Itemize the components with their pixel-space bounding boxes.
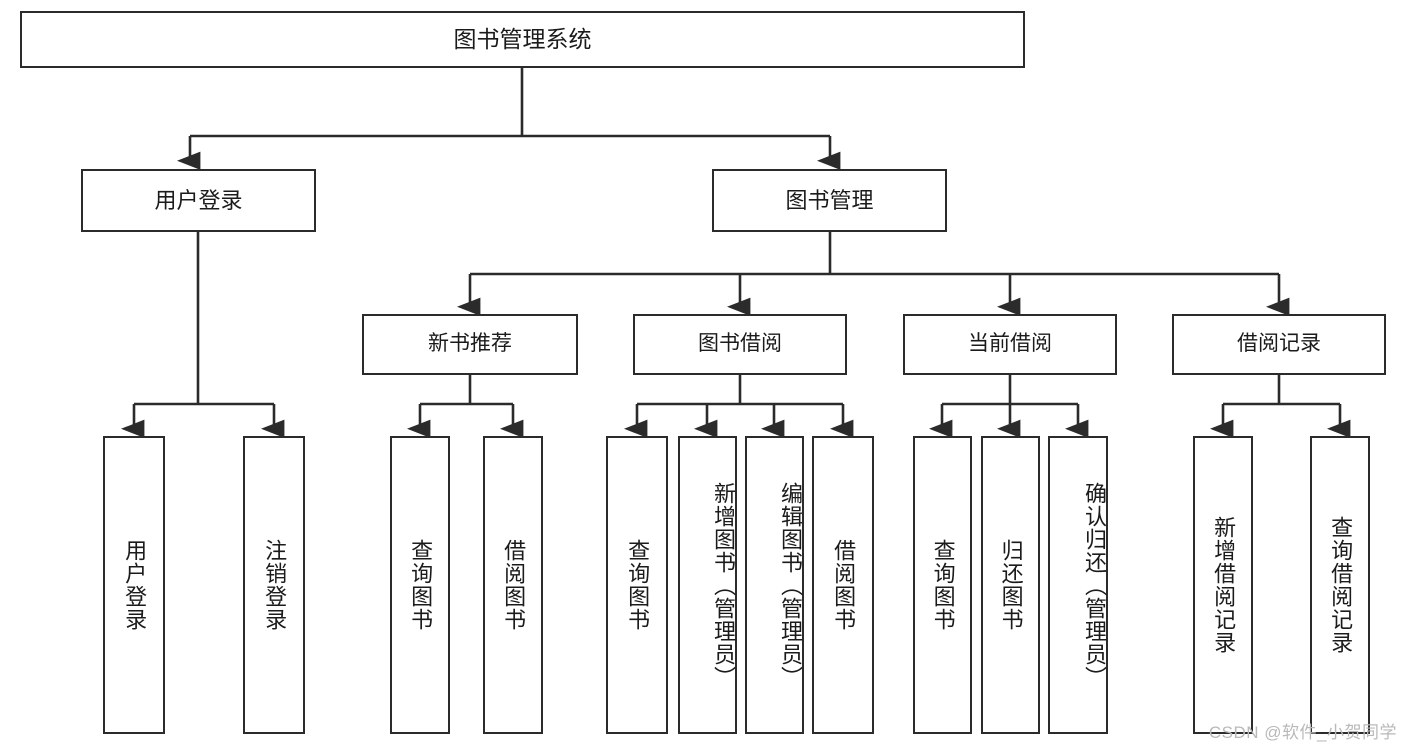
node-book-management[interactable]: 图书管理: [712, 169, 947, 232]
leaf-return-book[interactable]: 归还图书: [981, 436, 1040, 734]
node-borrow-record[interactable]: 借阅记录: [1172, 314, 1386, 375]
node-new-book-recommend[interactable]: 新书推荐: [362, 314, 578, 375]
node-current-borrow[interactable]: 当前借阅: [903, 314, 1117, 375]
node-book-borrow[interactable]: 图书借阅: [633, 314, 847, 375]
leaf-query-book-recommend[interactable]: 查询图书: [390, 436, 450, 734]
leaf-edit-book-admin[interactable]: 编辑图书（管理员）: [745, 436, 804, 734]
node-user-login[interactable]: 用户登录: [81, 169, 316, 232]
leaf-add-borrow-record[interactable]: 新增借阅记录: [1193, 436, 1253, 734]
leaf-borrow-book[interactable]: 借阅图书: [812, 436, 874, 734]
node-root-system[interactable]: 图书管理系统: [20, 11, 1025, 68]
leaf-add-book-admin[interactable]: 新增图书（管理员）: [678, 436, 737, 734]
leaf-user-login[interactable]: 用户登录: [103, 436, 165, 734]
leaf-query-book-borrow[interactable]: 查询图书: [606, 436, 668, 734]
leaf-query-borrow-record[interactable]: 查询借阅记录: [1310, 436, 1370, 734]
csdn-watermark: CSDN @软件_小贺同学: [1208, 723, 1397, 742]
leaf-logout-login[interactable]: 注销登录: [243, 436, 305, 734]
leaf-borrow-book-recommend[interactable]: 借阅图书: [483, 436, 543, 734]
leaf-confirm-return-admin[interactable]: 确认归还（管理员）: [1048, 436, 1108, 734]
leaf-query-book-current[interactable]: 查询图书: [913, 436, 972, 734]
